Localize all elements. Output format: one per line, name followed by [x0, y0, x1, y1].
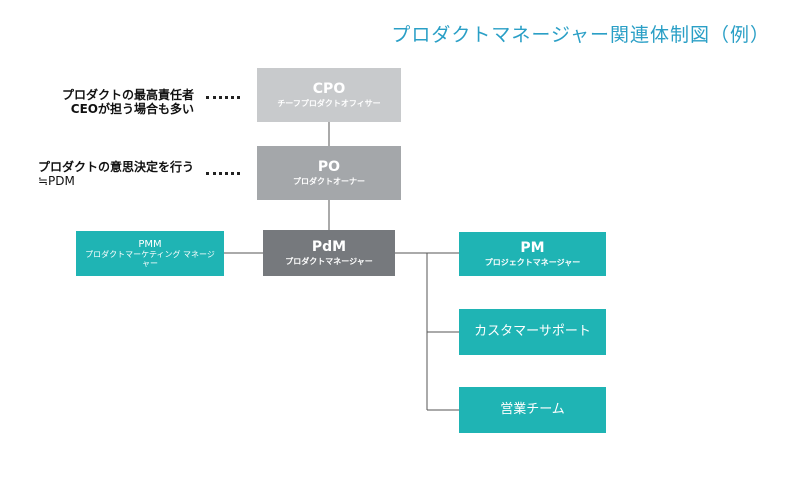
- cpo-box: CPO チーフプロダクトオフィサー: [257, 68, 401, 122]
- cpo-note-line2: CEOが担う場合も多い: [70, 102, 194, 117]
- pdm-subtitle: プロダクトマネージャー: [285, 257, 373, 267]
- po-note-line1: プロダクトの意思決定を行う: [37, 160, 194, 174]
- page-title: プロダクトマネージャー関連体制図（例）: [391, 24, 770, 46]
- po-title: PO: [317, 159, 341, 176]
- po-note-line2: ≒PDM: [37, 174, 75, 189]
- cpo-subtitle: チーフプロダクトオフィサー: [277, 99, 381, 109]
- pmm-box: PMM プロダクトマーケティング マネージャー: [76, 231, 224, 276]
- pdm-box: PdM プロダクトマネージャー: [263, 230, 395, 276]
- po-note: プロダクトの意思決定を行う ≒PDM: [38, 160, 194, 189]
- pmm-subtitle: プロダクトマーケティング マネージャー: [85, 250, 215, 269]
- pm-title: PM: [520, 240, 545, 257]
- sales-team-box: 営業チーム: [459, 387, 606, 433]
- customer-support-box: カスタマーサポート: [459, 309, 606, 355]
- pdm-title: PdM: [311, 239, 347, 256]
- po-note-dotted-leader: [206, 172, 240, 175]
- pm-box: PM プロジェクトマネージャー: [459, 232, 606, 276]
- po-box: PO プロダクトオーナー: [257, 146, 401, 200]
- po-subtitle: プロダクトオーナー: [293, 177, 365, 187]
- sales-team-title: 営業チーム: [500, 401, 565, 417]
- cpo-note-line1: プロダクトの最高責任者: [61, 88, 194, 102]
- cpo-title: CPO: [312, 81, 346, 98]
- pmm-title: PMM: [138, 238, 162, 250]
- cpo-note-dotted-leader: [206, 96, 240, 99]
- cpo-note: プロダクトの最高責任者 CEOが担う場合も多い: [62, 88, 194, 117]
- pm-subtitle: プロジェクトマネージャー: [484, 258, 581, 268]
- customer-support-title: カスタマーサポート: [474, 323, 591, 339]
